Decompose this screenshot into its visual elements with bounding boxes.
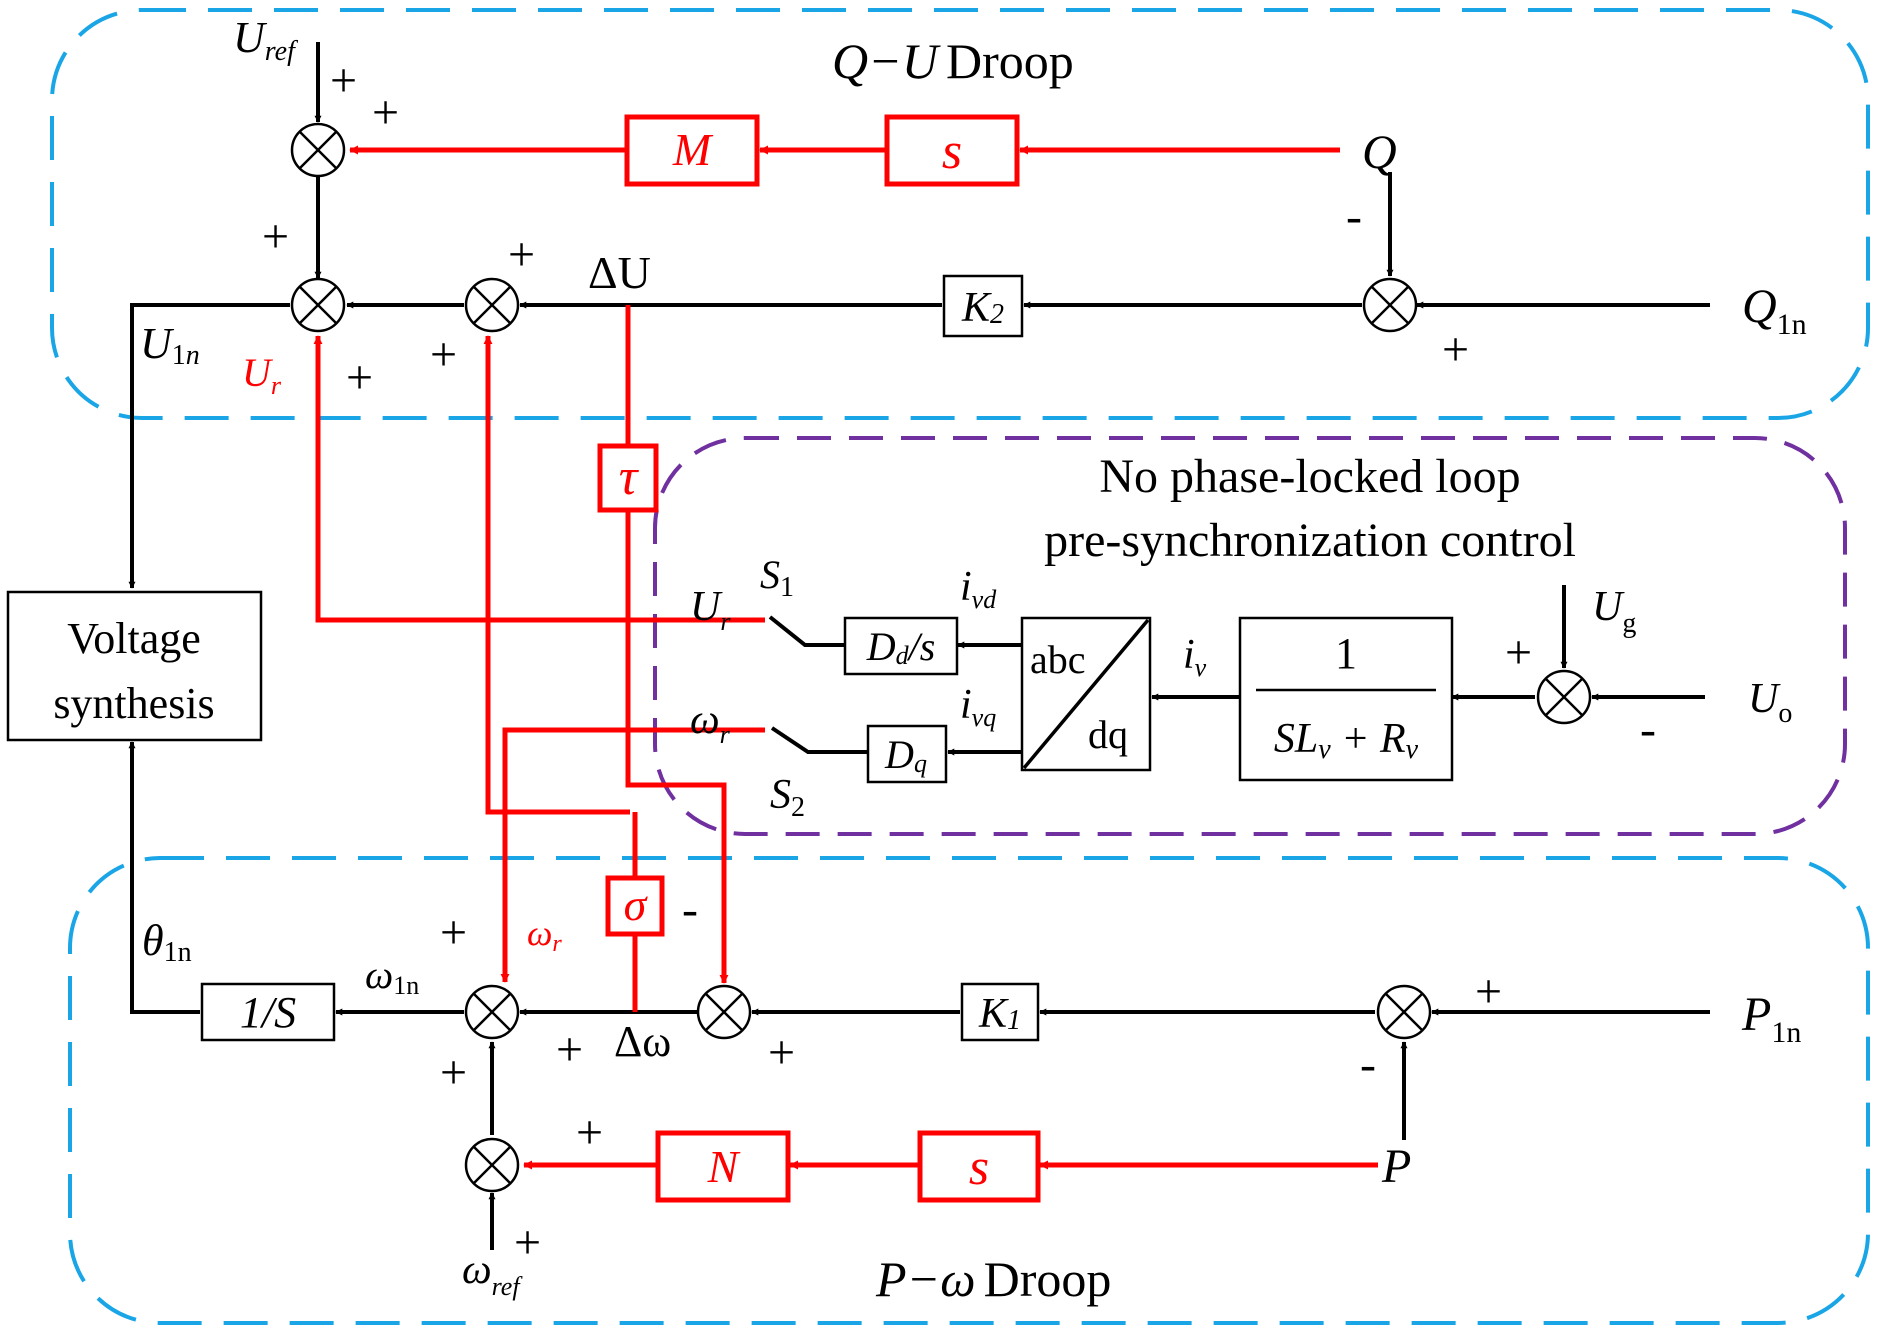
tf-denominator: SLv + Rv — [1274, 716, 1419, 765]
sign-omega-r-plus: + — [440, 906, 467, 959]
dq-label: dq — [1088, 712, 1128, 757]
label-s1: S1 — [760, 552, 794, 603]
label-delta-omega: Δω — [614, 1017, 671, 1066]
block-sigma-label: σ — [624, 879, 649, 930]
block-dq-label: Dq — [884, 732, 927, 778]
sign-dw-minus: - — [682, 883, 698, 936]
sign-du-bottom-plus: + — [430, 328, 457, 381]
switch-s1 — [768, 615, 845, 647]
label-qln: Q1n — [1742, 280, 1807, 341]
label-delta-u: ΔU — [588, 247, 651, 298]
block-tau — [597, 443, 659, 513]
pw-droop-region — [68, 856, 1870, 1325]
qu-droop-region — [50, 8, 1870, 420]
sign-dw-plus: + — [556, 1023, 583, 1076]
sign-lower-plus: + — [440, 1046, 467, 1099]
sum-junction-dw — [696, 984, 752, 1040]
pll-title-line1: No phase-locked loop — [1099, 450, 1520, 503]
sum-junction-lower — [464, 1137, 520, 1193]
block-s-bottom — [917, 1130, 1041, 1203]
sign-wref-plus: + — [514, 1216, 541, 1269]
block-m-label: M — [672, 124, 714, 175]
sign-labels: + + + + - + + + + - + - + + + - + + + — [262, 54, 1656, 1269]
sum-junction-main — [290, 277, 346, 333]
sum-junction-ug — [1536, 669, 1592, 725]
label-s2: S2 — [770, 772, 805, 823]
sign-qln-plus: + — [1442, 323, 1469, 376]
block-s-bottom-label: s — [969, 1139, 989, 1196]
label-theta: θ1n — [142, 916, 192, 968]
block-dd-label: Dd/s — [866, 624, 936, 670]
sign-q-minus: - — [1346, 190, 1362, 243]
voltage-synthesis-line2: synthesis — [53, 679, 214, 728]
sign-du-top-plus: + — [508, 228, 535, 281]
sign-ur-plus: + — [346, 351, 373, 404]
label-u1n: U1n — [140, 319, 200, 371]
sum-junction-q — [1362, 277, 1418, 333]
block-integrator — [200, 982, 336, 1042]
block-dd — [843, 616, 959, 676]
sign-n-plus: + — [576, 1106, 603, 1159]
label-uo: Uo — [1748, 676, 1792, 729]
sign-main-top-plus: + — [262, 210, 289, 263]
label-ivd: ivd — [960, 564, 997, 614]
sign-uref-plus: + — [330, 54, 357, 107]
block-n-label: N — [707, 1141, 741, 1192]
tau-to-sum-wire — [625, 510, 729, 984]
voltage-synthesis-line1: Voltage — [67, 614, 201, 663]
label-p: P — [1381, 1140, 1411, 1193]
block-dq — [866, 724, 948, 784]
label-omega-r-switch: ωr — [690, 697, 731, 749]
label-ivq: ivq — [960, 682, 996, 732]
omega-r-down-wire — [500, 727, 765, 983]
sum-junction-p — [1376, 984, 1432, 1040]
sign-uo-minus: - — [1640, 703, 1656, 756]
switch-s2 — [770, 726, 868, 754]
label-omega-r-red: ωr — [527, 913, 562, 957]
pll-region — [653, 436, 1847, 836]
sum-junction-omega — [464, 984, 520, 1040]
sign-ug-plus: + — [1505, 626, 1532, 679]
label-ur-switch: Ur — [690, 584, 731, 636]
label-w1n: ω1n — [365, 952, 419, 1000]
block-k1 — [960, 982, 1040, 1042]
block-integrator-label: 1/S — [240, 988, 296, 1037]
label-pln: P1n — [1741, 988, 1801, 1049]
sum-junction-du — [464, 277, 520, 333]
label-q: Q — [1362, 126, 1397, 179]
sign-m-plus: + — [372, 86, 399, 139]
abc-dq-diagonal — [1022, 618, 1150, 770]
block-transfer-function — [1238, 616, 1454, 782]
block-s-top-label: s — [942, 123, 962, 180]
block-sigma — [605, 875, 665, 937]
sum-junction-top — [290, 122, 346, 178]
omega-to-sum-up-wire — [483, 335, 630, 815]
label-ur-top: Ur — [242, 350, 282, 400]
block-k2-label: K2 — [961, 285, 1004, 331]
block-s-top — [884, 114, 1020, 187]
pll-title-line2: pre-synchronization control — [1044, 514, 1576, 567]
block-voltage-synthesis — [6, 590, 263, 742]
label-iv: iv — [1183, 632, 1207, 682]
block-m — [624, 114, 760, 187]
abc-label: abc — [1030, 637, 1086, 682]
sign-pln-plus: + — [1475, 965, 1502, 1018]
block-n — [655, 1130, 791, 1203]
label-wref: ωref — [462, 1247, 523, 1301]
block-k2 — [942, 274, 1024, 338]
block-k1-label: K1 — [978, 991, 1021, 1037]
sign-k1-plus: + — [768, 1026, 795, 1079]
label-uref: Uref — [233, 13, 298, 67]
u1n-wire — [128, 303, 290, 589]
ur-feedback-wire — [313, 335, 765, 623]
sign-p-minus: - — [1360, 1038, 1376, 1091]
tf-numerator: 1 — [1335, 629, 1357, 678]
theta-wire — [128, 741, 200, 1014]
label-ug: Ug — [1592, 584, 1636, 639]
block-tau-label: τ — [619, 449, 640, 506]
